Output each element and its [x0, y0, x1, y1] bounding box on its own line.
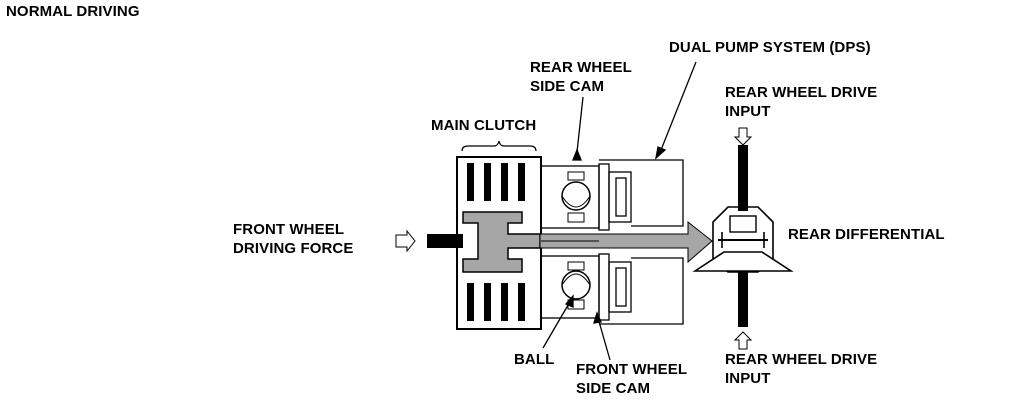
- leader-ball: [542, 299, 572, 349]
- power-flow-hub: [462, 211, 541, 273]
- clutch-plates-top: [467, 163, 525, 201]
- rear-wheel-drive-input-bottom-line-1: REAR WHEEL DRIVE: [725, 351, 878, 368]
- cam-assembly-lower: [540, 253, 684, 325]
- leader-front-wheel-side-cam: [597, 317, 611, 361]
- front-wheel-driving-force-line-1: FRONT WHEEL: [233, 221, 345, 238]
- rear-wheel-drive-input-top-line-2: INPUT: [725, 103, 771, 120]
- page-title: NORMAL DRIVING: [6, 3, 140, 20]
- front-wheel-side-cam-line-1: FRONT WHEEL: [576, 361, 688, 378]
- front-wheel-force-arrow: [395, 229, 416, 253]
- main-clutch-brace: [461, 140, 537, 152]
- rear-wheel-side-cam-line-2: SIDE CAM: [530, 78, 605, 95]
- leader-lines: [542, 61, 697, 361]
- main-clutch-label: MAIN CLUTCH: [431, 117, 537, 134]
- input-shaft: [427, 234, 463, 248]
- ball-lower: [561, 261, 591, 310]
- rear-input-arrow-top: [733, 127, 753, 146]
- ball-upper: [561, 171, 591, 223]
- rear-wheel-side-cam-line-1: REAR WHEEL: [530, 59, 632, 76]
- front-wheel-driving-force-label: FRONT WHEEL DRIVING FORCE: [233, 220, 353, 258]
- clutch-plates-bottom: [467, 283, 525, 321]
- rear-wheel-drive-input-bottom-line-2: INPUT: [725, 370, 771, 387]
- front-wheel-side-cam-line-2: SIDE CAM: [576, 380, 651, 397]
- rear-input-arrow-bottom: [733, 331, 753, 350]
- ball-label: BALL: [514, 351, 555, 368]
- rear-differential-label: REAR DIFFERENTIAL: [788, 226, 945, 243]
- rear-wheel-drive-input-bottom-label: REAR WHEEL DRIVE INPUT: [725, 350, 877, 388]
- power-flow-shaft: [539, 220, 713, 264]
- rear-wheel-drive-input-top-line-1: REAR WHEEL DRIVE: [725, 84, 878, 101]
- front-wheel-side-cam-label: FRONT WHEEL SIDE CAM: [576, 360, 687, 398]
- dual-pump-system-label: DUAL PUMP SYSTEM (DPS): [669, 39, 871, 56]
- rear-wheel-drive-input-top-label: REAR WHEEL DRIVE INPUT: [725, 83, 877, 121]
- front-wheel-driving-force-line-2: DRIVING FORCE: [233, 240, 354, 257]
- leader-dps: [658, 61, 697, 156]
- rear-wheel-side-cam-label: REAR WHEEL SIDE CAM: [530, 58, 632, 96]
- leader-rear-wheel-side-cam: [576, 96, 584, 153]
- cam-assembly-upper: [540, 159, 684, 231]
- rear-differential: [692, 145, 794, 327]
